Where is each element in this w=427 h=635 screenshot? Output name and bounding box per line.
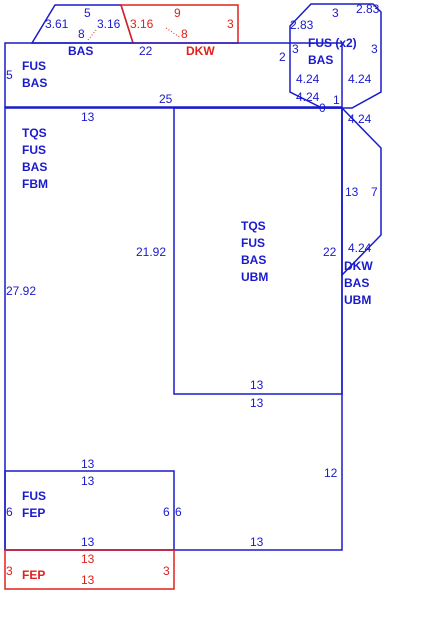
fep-label: FEP xyxy=(22,568,45,582)
oct-bottom-dim: 4.24 xyxy=(296,90,320,104)
trap-bas-top-dim: 5 xyxy=(84,6,91,20)
lower-bottom-dim: 13 xyxy=(250,535,264,549)
fus-bas-band-shape xyxy=(4,42,343,108)
oct-top-left-dim: 2.83 xyxy=(290,18,314,32)
trap-bas-inner-dim: 8 xyxy=(78,27,85,41)
fusfep-label-2: FEP xyxy=(22,506,45,520)
side-label-1: DKW xyxy=(344,259,373,273)
main-inner-dim: 21.92 xyxy=(136,245,166,259)
bas-inner-diagonal xyxy=(87,29,97,41)
oct-left-dim: 3 xyxy=(292,42,299,56)
oct-label-1: FUS (x2) xyxy=(308,36,357,50)
inner-right-room-shape xyxy=(173,107,343,395)
lower-top-dim: 13 xyxy=(250,396,264,410)
side-top-dim: 4.24 xyxy=(348,112,372,126)
band-top-mid-dim: 22 xyxy=(139,44,153,58)
fep-left-dim: 3 xyxy=(6,564,13,578)
fusfep-bottom-dim: 13 xyxy=(81,535,95,549)
main-left-dim: 27.92 xyxy=(6,284,36,298)
fusfep-right-dim: 6 xyxy=(163,505,170,519)
fep-right-dim: 3 xyxy=(163,564,170,578)
inner-bottom-dim: 13 xyxy=(250,378,264,392)
oct-top-right-dim: 2.83 xyxy=(356,2,380,16)
oct-top-dim: 3 xyxy=(332,6,339,20)
fusfep-outer-right-dim: 6 xyxy=(175,505,182,519)
lower-right-dim: 12 xyxy=(324,466,338,480)
oct-label-2: BAS xyxy=(308,53,333,67)
band-label-1: FUS xyxy=(22,59,46,73)
inner-label-2: FUS xyxy=(241,236,265,250)
trap-bas-left-dim: 3.61 xyxy=(45,17,69,31)
band-label-2: BAS xyxy=(22,76,47,90)
main-label-4: FBM xyxy=(22,177,48,191)
inner-label-4: UBM xyxy=(241,270,268,284)
trap-dkw-inner-dim: 8 xyxy=(181,27,188,41)
inner-right-dim: 22 xyxy=(323,245,337,259)
trap-dkw-label: DKW xyxy=(186,44,215,58)
side-label-2: BAS xyxy=(344,276,369,290)
main-label-2: FUS xyxy=(22,143,46,157)
band-left-dim: 5 xyxy=(6,68,13,82)
trap-dkw-top-dim: 9 xyxy=(174,6,181,20)
fep-top-dim: 13 xyxy=(81,552,95,566)
inner-label-1: TQS xyxy=(241,219,266,233)
side-bottom-dim: 4.24 xyxy=(348,241,372,255)
side-label-3: UBM xyxy=(344,293,371,307)
trap-dkw-left-dim: 3.16 xyxy=(130,17,154,31)
main-bottom-dim: 13 xyxy=(81,457,95,471)
inner-label-3: BAS xyxy=(241,253,266,267)
side-left-dim: 13 xyxy=(345,185,359,199)
main-label-3: BAS xyxy=(22,160,47,174)
fep-red-strip-shape xyxy=(4,549,175,590)
fusfep-label-1: FUS xyxy=(22,489,46,503)
side-dkw-shape xyxy=(341,106,382,277)
trap-bas-right-dim: 3.16 xyxy=(97,17,121,31)
main-label-1: TQS xyxy=(22,126,47,140)
band-right-dim: 2 xyxy=(279,50,286,64)
trap-bas-label: BAS xyxy=(68,44,93,58)
fusfep-left-dim: 6 xyxy=(6,505,13,519)
oct-bottom-left-dim: 4.24 xyxy=(296,72,320,86)
oct-corner-a-dim: 1 xyxy=(333,93,340,107)
fep-bottom-dim: 13 xyxy=(81,573,95,587)
trap-dkw-right-dim: 3 xyxy=(227,17,234,31)
dkw-inner-diagonal xyxy=(165,27,182,39)
fusfep-top-dim: 13 xyxy=(81,474,95,488)
oct-bottom-right-dim: 4.24 xyxy=(348,72,372,86)
oct-right-dim: 3 xyxy=(371,42,378,56)
octagon-shape xyxy=(289,3,382,109)
main-top-dim: 13 xyxy=(81,110,95,124)
side-right-dim: 7 xyxy=(371,185,378,199)
band-bottom-dim: 25 xyxy=(159,92,173,106)
oct-corner-b-dim: 0 xyxy=(319,101,326,115)
